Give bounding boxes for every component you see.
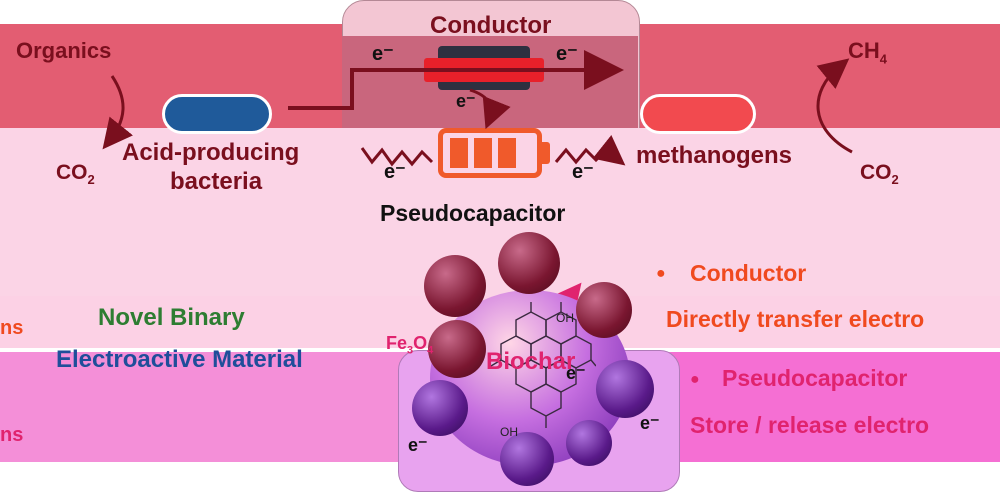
methanogen-icon [640, 94, 756, 134]
fe3o4-sphere-2 [424, 255, 486, 317]
biochar-label: Biochar [486, 348, 576, 375]
pseudocapacitor-title: Pseudocapacitor [380, 200, 566, 226]
left-partial-top: ns [0, 317, 24, 339]
battery-terminal [542, 142, 550, 164]
zigzag-left [360, 147, 434, 167]
battery-icon [438, 128, 542, 178]
right-co2-label: CO2 [860, 161, 899, 188]
middle-electron-left: e⁻ [384, 161, 406, 183]
zigzag-right [554, 135, 626, 166]
particle-electron-1: e⁻ [566, 363, 586, 383]
pseudocapacitor-bullet: ● [690, 371, 700, 388]
acid-bacteria-icon [162, 94, 272, 134]
conductor-title: Conductor [430, 12, 552, 39]
conductor-bullet: ● [656, 265, 666, 282]
battery-cell-1 [450, 138, 468, 168]
conductor-description: Directly transfer electro [666, 306, 925, 332]
conductor-electron-left: e⁻ [372, 43, 394, 65]
oh-label-bottom: OH [500, 425, 518, 439]
acid-bacteria-line2: bacteria [170, 168, 263, 195]
battery-cell-3 [498, 138, 516, 168]
fe3o4-sphere-4 [428, 320, 486, 378]
organics-label: Organics [16, 38, 112, 63]
novel-binary-label: Novel Binary [98, 304, 245, 331]
left-co2-label: CO2 [56, 161, 95, 188]
electron-transfer-arrow [288, 50, 624, 110]
pseudocapacitor-description: Store / release electro [690, 412, 930, 438]
methanogens-label: methanogens [636, 142, 793, 169]
right-ch4-label: CH4 [848, 38, 888, 67]
organics-curve-arrow [102, 75, 133, 150]
middle-electron-right: e⁻ [572, 161, 594, 183]
particle-electron-3: e⁻ [408, 435, 428, 455]
purple-sphere-3 [500, 432, 554, 486]
purple-sphere-2 [412, 380, 468, 436]
left-partial-bottom: ns [0, 424, 24, 446]
conductor-to-battery-arrow [469, 88, 511, 130]
purple-sphere-4 [566, 420, 612, 466]
lower-magenta-right [660, 352, 1000, 462]
conductor-electron-right: e⁻ [556, 43, 578, 65]
conductor-heading: Conductor [690, 260, 807, 286]
oh-label-top: OH [556, 311, 574, 325]
purple-sphere-1 [596, 360, 654, 418]
conductor-electron-middle: e⁻ [456, 91, 476, 111]
acid-bacteria-line1: Acid-producing [122, 139, 300, 166]
ch4-curve-arrow [816, 58, 853, 154]
pseudocapacitor-heading: Pseudocapacitor [722, 365, 908, 391]
fe3o4-sphere-3 [576, 282, 632, 338]
electroactive-label: Electroactive Material [56, 346, 303, 373]
fe3o4-label: Fe3O4 [386, 333, 434, 357]
battery-cell-2 [474, 138, 492, 168]
graphene-lattice-icon [490, 302, 596, 428]
fe3o4-sphere-1 [498, 232, 560, 294]
particle-electron-2: e⁻ [640, 413, 660, 433]
